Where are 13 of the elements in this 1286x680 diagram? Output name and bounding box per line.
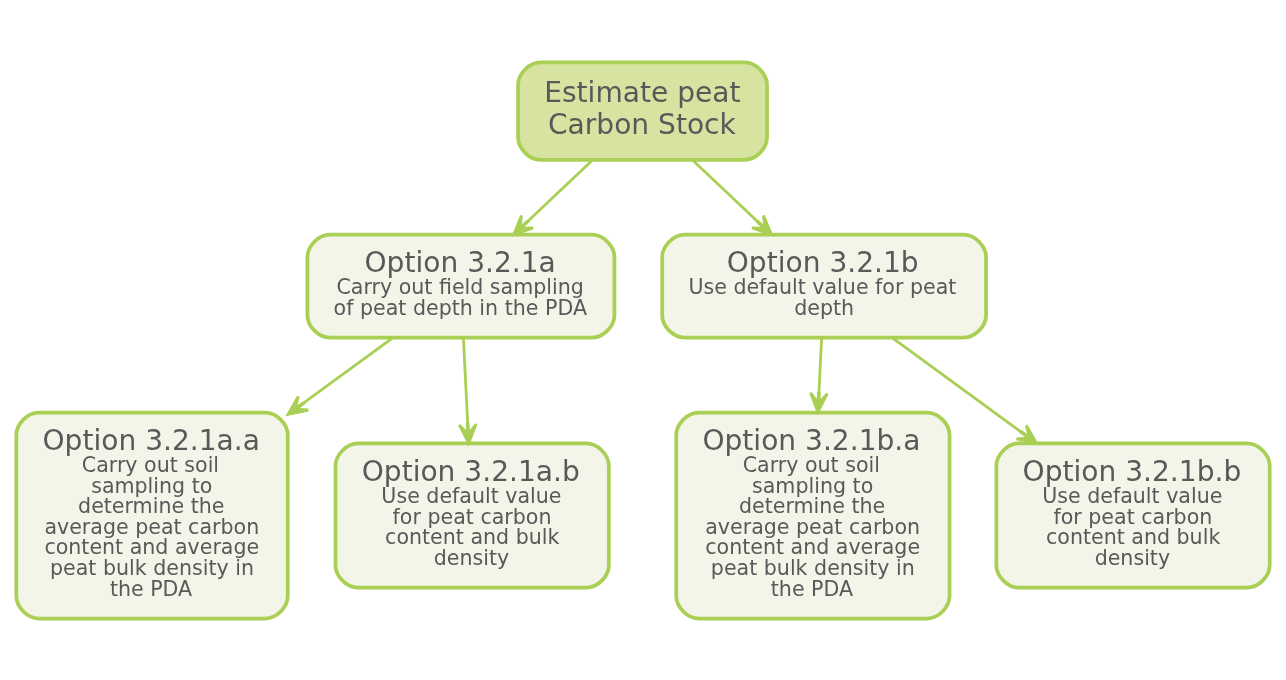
node-box: Option 3.2.1b Use default value for peat depth [660, 232, 988, 340]
arrow [286, 336, 394, 416]
arrow [691, 158, 773, 236]
arrow [809, 337, 829, 413]
node-box: Estimate peat Carbon Stock [516, 60, 769, 162]
arrow [457, 337, 478, 445]
node-box: Option 3.2.1b.b Use default value for peat carbon content and bulk density [994, 441, 1272, 589]
node-box: Option 3.2.1a.b Use default value for peat carbon content and bulk density [333, 441, 611, 589]
node-box: Option 3.2.1b.a Carry out soil sampling to determine the average peat carbon content and average peat bulk density in the PDA [674, 410, 952, 620]
arrow [891, 336, 1038, 445]
arrow [512, 158, 594, 236]
node-box: Option 3.2.1a Carry out field sampling of peat depth in the PDA [305, 232, 617, 340]
node-box: Option 3.2.1a.a Carry out soil sampling to determine the average peat carbon content and average peat bulk density in the PDA [14, 410, 290, 620]
